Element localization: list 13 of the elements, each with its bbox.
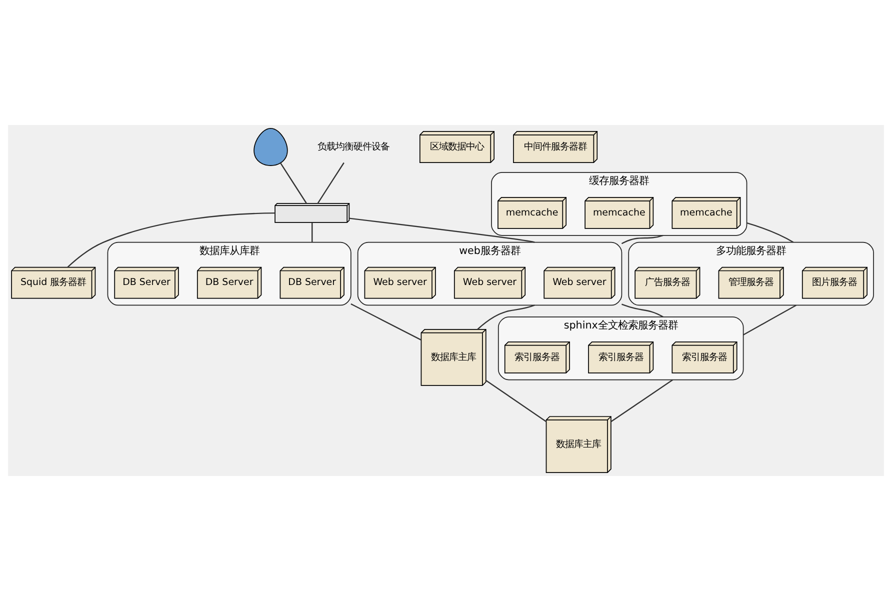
connector — [486, 380, 547, 422]
connector — [621, 234, 664, 244]
connector — [280, 162, 307, 203]
node-text: 负载均衡硬件设备 — [318, 140, 390, 152]
connector — [317, 162, 344, 204]
connector — [312, 222, 313, 242]
connector — [67, 212, 275, 268]
node-person — [254, 128, 288, 166]
connector — [746, 222, 794, 242]
connector — [610, 378, 674, 422]
connector — [477, 304, 535, 330]
connector — [743, 304, 796, 335]
connector — [350, 302, 422, 340]
